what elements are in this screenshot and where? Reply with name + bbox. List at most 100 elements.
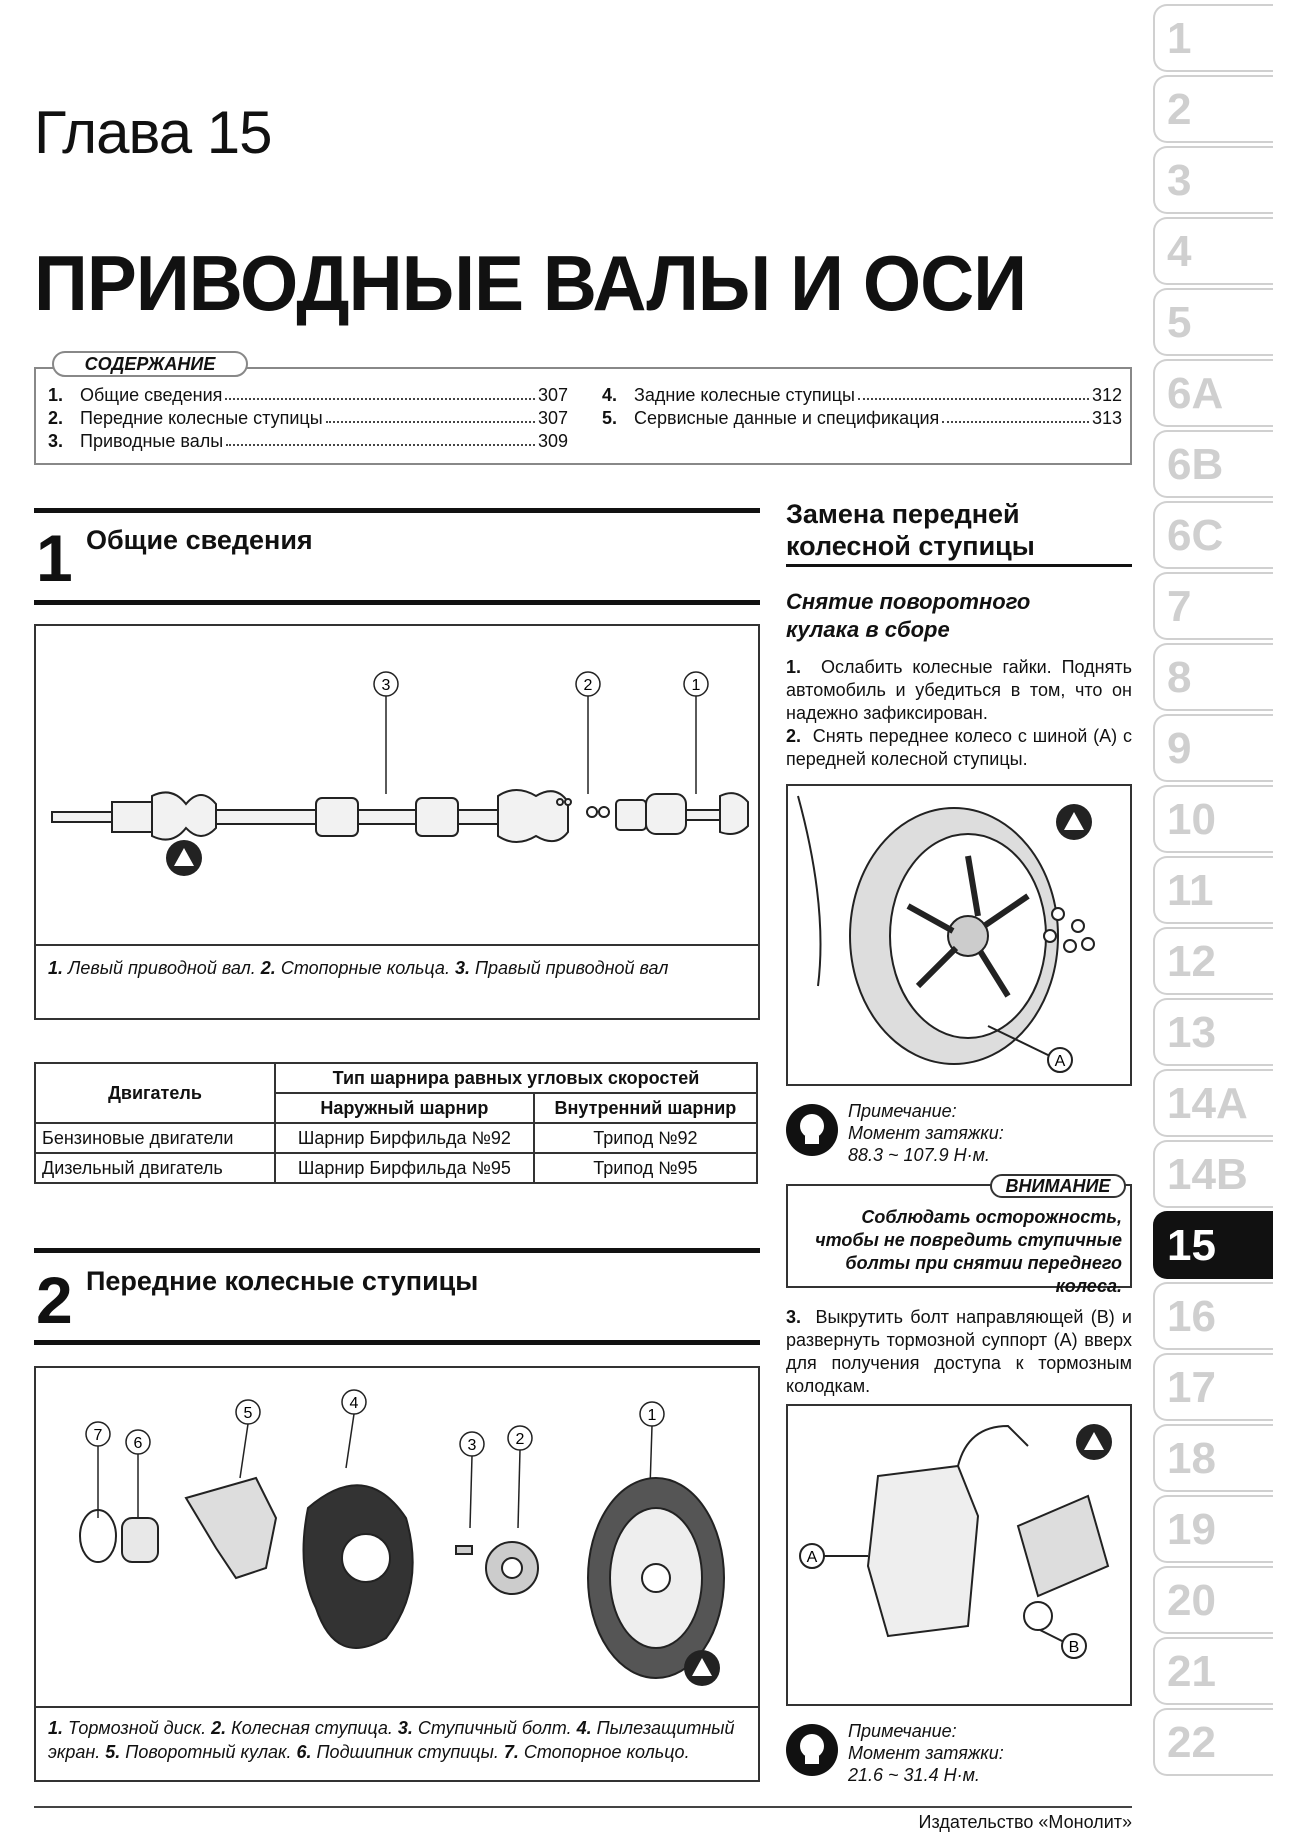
chapter-tab[interactable]: 7 [1153, 572, 1273, 640]
chapter-tab[interactable]: 4 [1153, 217, 1273, 285]
chapter-tab[interactable]: 11 [1153, 856, 1273, 924]
callout-6: 6 [134, 1435, 143, 1452]
step-1-text: 1. Ослабить колесные гайки. Поднять авто… [786, 657, 1132, 723]
figure-drive-shafts: 3 2 1 1. Левый приводной вал. 2. Стопорн… [34, 624, 760, 1020]
warning-triangle-icon [1056, 804, 1092, 840]
callout-1: 1 [648, 1407, 657, 1424]
toc-item-text: Приводные валы [80, 431, 224, 451]
right-heading: Замена передней колесной ступицы [786, 499, 1035, 561]
chapter-tab[interactable]: 5 [1153, 288, 1273, 356]
chapter-tab[interactable]: 14B [1153, 1140, 1273, 1208]
toc-dots [226, 430, 535, 446]
figure-wheel-removal: A [786, 784, 1132, 1086]
section-bar-bottom [34, 1340, 760, 1345]
chapter-tab[interactable]: 2 [1153, 75, 1273, 143]
toc-item-text: Общие сведения [80, 385, 223, 405]
toc-item-page: 313 [1091, 408, 1122, 428]
figure-caption: 1. Левый приводной вал. 2. Стопорные кол… [48, 958, 669, 978]
callout-4: 4 [350, 1395, 359, 1412]
table-cell: Шарнир Бирфильда №95 [274, 1152, 535, 1184]
hub-exploded-illustration: 7 6 5 4 3 2 1 [79, 1389, 725, 1686]
section-bar-top [34, 508, 760, 513]
chapter-tab[interactable]: 1 [1153, 4, 1273, 72]
toc-item-text: Сервисные данные и спецификация [634, 408, 940, 428]
torque-note: Примечание: Момент затяжки: 21.6 ~ 31.4 … [848, 1721, 1004, 1785]
section-number: 1 [36, 521, 73, 595]
chapter-label: Глава 15 [34, 99, 272, 166]
footer-rule [34, 1806, 1132, 1808]
chapter-tab[interactable]: 6A [1153, 359, 1273, 427]
table-header-inner: Внутренний шарнир [532, 1092, 759, 1124]
wheel-illustration: A [797, 795, 1095, 1073]
chapter-tab[interactable]: 15 [1153, 1211, 1273, 1279]
note-icon [786, 1104, 838, 1156]
toc-item-number: 2. [48, 408, 64, 428]
chapter-tab[interactable]: 19 [1153, 1495, 1273, 1563]
toc-dots [325, 407, 535, 423]
table-header-group: Тип шарнира равных угловых скоростей [274, 1062, 758, 1094]
toc-item[interactable]: 5. Сервисные данные и спецификация 313 [602, 407, 1122, 429]
figure-front-hub: 7 6 5 4 3 2 1 1. Тормозной диск. 2. Коле… [34, 1366, 760, 1782]
figure-caliper: A B [786, 1404, 1132, 1706]
callout-7: 7 [94, 1427, 103, 1444]
chapter-tab[interactable]: 13 [1153, 998, 1273, 1066]
chapter-tab[interactable]: 12 [1153, 927, 1273, 995]
toc-item-number: 4. [602, 385, 618, 405]
toc-item-text: Передние колесные ступицы [80, 408, 323, 428]
page-title: ПРИВОДНЫЕ ВАЛЫ И ОСИ [34, 239, 1027, 327]
chapter-tab[interactable]: 18 [1153, 1424, 1273, 1492]
warning-box [786, 1184, 1132, 1288]
table-row: Бензиновые двигатели Шарнир Бирфильда №9… [34, 1122, 759, 1154]
callout-3: 3 [468, 1437, 477, 1454]
toc-item-text: Задние колесные ступицы [634, 385, 855, 405]
step-2-text: 2. Снять переднее колесо с шиной (A) с п… [786, 726, 1132, 769]
right-heading-rule [786, 564, 1132, 567]
toc-item-number: 3. [48, 431, 64, 451]
toc-dots [857, 384, 1089, 400]
toc-item-page: 307 [537, 408, 568, 428]
table-row: Дизельный двигатель Шарнир Бирфильда №95… [34, 1152, 759, 1184]
table-cell: Шарнир Бирфильда №92 [274, 1122, 535, 1154]
label-a: A [1055, 1053, 1066, 1070]
warning-triangle-icon [166, 840, 202, 876]
contents-label: СОДЕРЖАНИЕ [52, 351, 248, 377]
chapter-tab[interactable]: 9 [1153, 714, 1273, 782]
callout-3: 3 [382, 677, 391, 694]
cv-joint-table: Двигатель Тип шарнира равных угловых ско… [34, 1062, 759, 1184]
callout-1: 1 [692, 677, 701, 694]
toc-item[interactable]: 3. Приводные валы 309 [48, 430, 568, 452]
step-3-text: 3. Выкрутить болт направляющей (B) и раз… [786, 1307, 1132, 1396]
publisher: Издательство «Монолит» [918, 1812, 1132, 1832]
toc-item[interactable]: 4. Задние колесные ступицы 312 [602, 384, 1122, 406]
toc-item[interactable]: 2. Передние колесные ступицы 307 [48, 407, 568, 429]
warning-triangle-icon [684, 1650, 720, 1686]
toc-item-page: 312 [1091, 385, 1122, 405]
chapter-tab[interactable]: 6C [1153, 501, 1273, 569]
toc-dots [225, 384, 535, 400]
chapter-tab[interactable]: 22 [1153, 1708, 1273, 1776]
figure-caption: экран. 5. Поворотный кулак. 6. Подшипник… [48, 1742, 690, 1762]
label-a: A [807, 1549, 818, 1566]
chapter-tab[interactable]: 21 [1153, 1637, 1273, 1705]
table-header-outer: Наружный шарнир [274, 1092, 535, 1124]
toc-item-page: 307 [537, 385, 568, 405]
table-cell: Бензиновые двигатели [34, 1122, 276, 1154]
chapter-tab[interactable]: 8 [1153, 643, 1273, 711]
chapter-tab[interactable]: 10 [1153, 785, 1273, 853]
chapter-tab[interactable]: 6B [1153, 430, 1273, 498]
contents-box [34, 367, 1132, 465]
chapter-tab[interactable]: 20 [1153, 1566, 1273, 1634]
chapter-tab[interactable]: 17 [1153, 1353, 1273, 1421]
warning-label: ВНИМАНИЕ [990, 1174, 1126, 1198]
callout-2: 2 [516, 1431, 525, 1448]
chapter-tab[interactable]: 14A [1153, 1069, 1273, 1137]
chapter-tab[interactable]: 3 [1153, 146, 1273, 214]
section-bar-bottom [34, 600, 760, 605]
callout-5: 5 [244, 1405, 253, 1422]
note-icon [786, 1724, 838, 1776]
torque-note: Примечание: Момент затяжки: 88.3 ~ 107.9… [848, 1101, 1004, 1165]
section-number: 2 [36, 1263, 73, 1337]
chapter-tab[interactable]: 16 [1153, 1282, 1273, 1350]
toc-item[interactable]: 1. Общие сведения 307 [48, 384, 568, 406]
figure-caption: 1. Тормозной диск. 2. Колесная ступица. … [48, 1718, 735, 1738]
